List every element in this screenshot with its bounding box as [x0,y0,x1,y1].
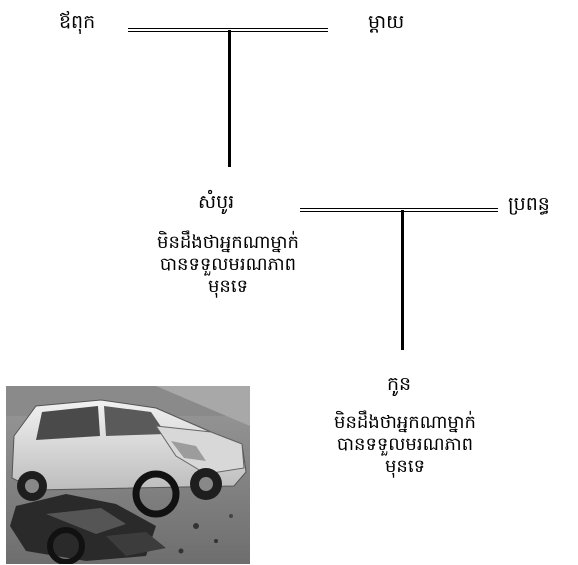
person-note-line: មិនដឹងថាអ្នកណាម្នាក់ [157,232,299,253]
couple-marriage-line [300,208,498,212]
child-label: កូន [387,373,412,395]
child-note: មិនដឹងថាអ្នកណាម្នាក់ បានទទួលមរណភាព មុនទេ [275,412,535,478]
person-note-line: បានទទួលមរណភាព [159,254,297,275]
father-label: ឪពុក [59,11,96,33]
couple-descent-line [401,210,404,350]
mother-label: ម្ដាយ [368,11,405,33]
parents-descent-line [228,30,231,167]
person-note-line: មុនទេ [208,276,248,297]
accident-photo [6,386,250,564]
child-note-line: បានទទួលមរណភាព [336,434,474,455]
child-note-line: មុនទេ [385,456,425,477]
person-note: មិនដឹងថាអ្នកណាម្នាក់ បានទទួលមរណភាព មុនទេ [98,232,358,298]
spouse-label: ប្រពន្ធ [508,193,550,215]
person-label: សំបូរ [198,191,235,213]
child-note-line: មិនដឹងថាអ្នកណាម្នាក់ [334,412,476,433]
